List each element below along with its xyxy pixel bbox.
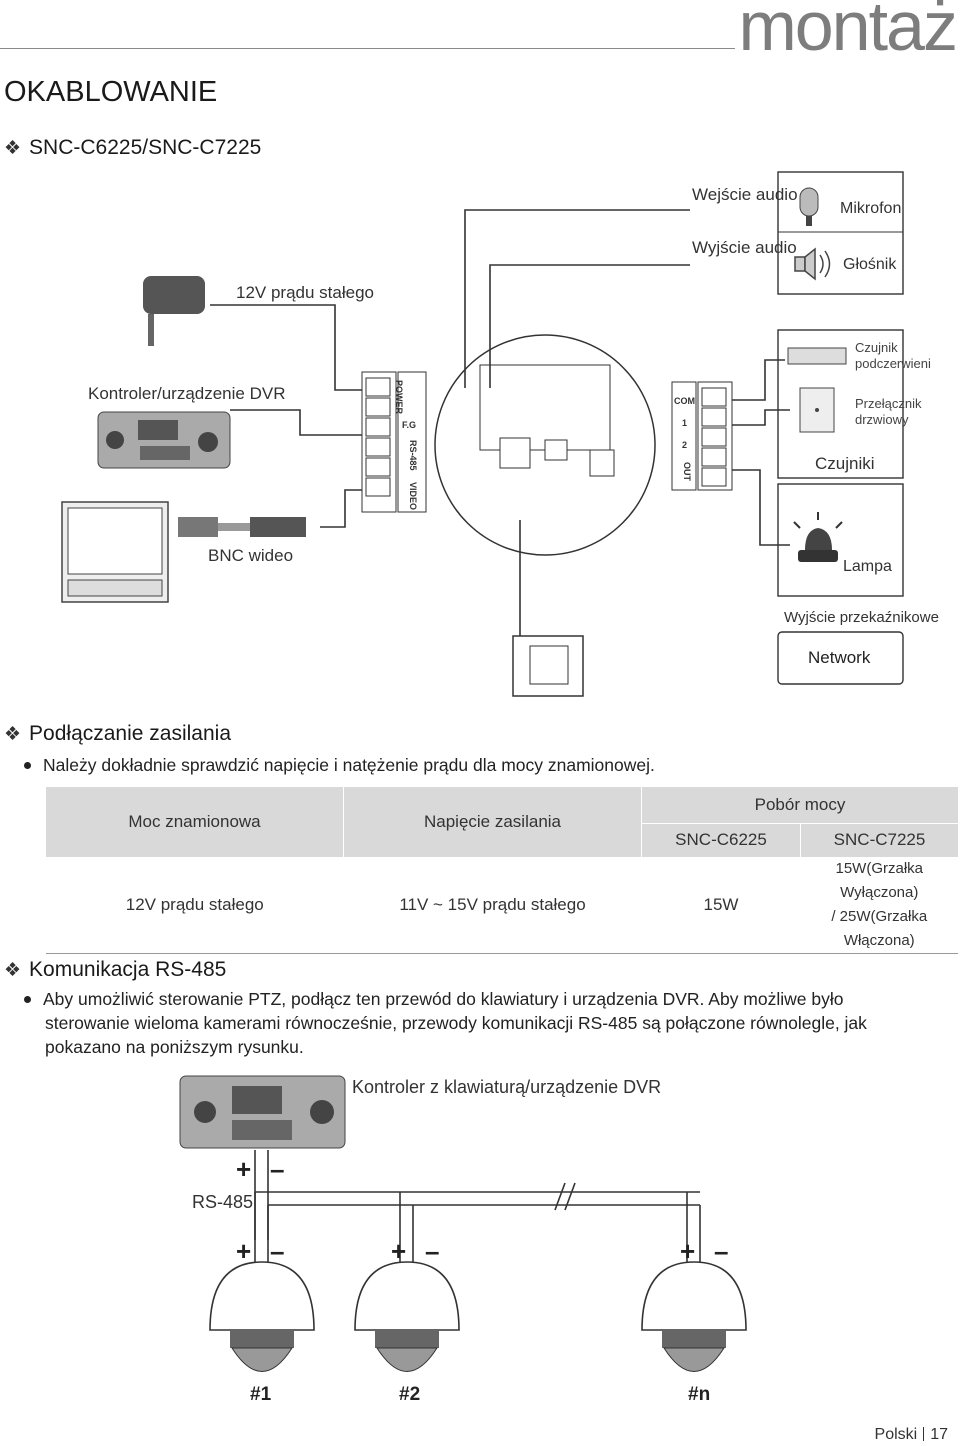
bullet-dot-icon [24,995,31,1003]
footer-separator [923,1427,925,1441]
plus-sign-cam2: + [391,1236,407,1266]
th-voltage: Napięcie zasilania [343,787,642,857]
audio-out-label: Wyjście audio [692,238,797,257]
power-bullet-text: Należy dokładnie sprawdzić napięcie i na… [43,755,655,775]
terminal-fg: F.G [402,420,417,430]
network-label: Network [808,648,871,667]
microphone-icon [799,187,819,226]
audio-in-label: Wejście audio [692,185,798,204]
cell-model-b-line2: / 25W(Grzałka Włączona) [831,908,928,949]
monitor-icon [61,501,169,603]
controller-label: Kontroler/urządzenie DVR [88,384,286,403]
terminal-1: 1 [682,418,688,428]
th-model-a: SNC-C6225 [641,823,801,857]
minus-sign-camn: – [714,1236,729,1266]
terminal-2: 2 [682,440,688,450]
terminal-com: COM [674,396,695,406]
camera-dome-2 [354,1261,460,1372]
terminal-labels-right: COM 1 2 OUT [674,396,696,486]
plus-sign-camn: + [680,1236,696,1266]
th-model-b: SNC-C7225 [800,823,958,857]
cell-voltage: 11V ~ 15V prądu stałego [399,895,586,914]
chapter-title: montaż [738,0,958,65]
terminal-labels-left: POWER F.G RS-485 VIDEO [394,378,424,511]
lamp-icon [793,512,843,562]
model-heading: ❖ SNC-C6225/SNC-C7225 [4,136,261,160]
mic-label: Mikrofon [840,200,902,217]
model-heading-text: SNC-C6225/SNC-C7225 [29,136,262,159]
ir-sensor-label: Czujnik podczerwieni [855,340,931,372]
sensors-label: Czujniki [815,454,875,473]
controller-icon [97,411,231,469]
terminal-out: OUT [682,462,692,481]
header-rule [0,48,735,49]
power-adapter-icon [143,276,205,346]
door-switch-label: Przełącznik drzwiowy [855,396,921,428]
speaker-icon [794,247,831,281]
bullet-dot-icon [24,761,31,769]
camera-dome-n [641,1261,747,1372]
diamond-bullet-icon: ❖ [4,724,22,745]
speaker-label: Głośnik [843,256,897,273]
terminal-video: VIDEO [408,482,418,511]
th-consumption: Pobór mocy [641,787,958,824]
camera-n-label: #n [688,1384,711,1405]
terminal-power: POWER [394,380,404,415]
cell-rated: 12V prądu stałego [125,895,264,914]
rs485-bus-label: RS-485 [192,1192,254,1212]
keyboard-controller-icon [179,1075,346,1149]
diamond-bullet-icon: ❖ [4,138,22,159]
cell-model-b-line1: 15W(Grzałka Wyłączona) [835,860,924,901]
power-bullet: Należy dokładnie sprawdzić napięcie i na… [20,753,655,777]
minus-sign-top: – [270,1154,285,1184]
ir-sensor-label-1: Czujnik [855,340,898,355]
rs485-heading-text: Komunikacja RS-485 [29,958,227,981]
power-label: 12V prądu stałego [236,283,374,302]
section-title: OKABLOWANIE [4,76,218,108]
camera-2-label: #2 [399,1384,421,1405]
ir-sensor-label-2: podczerwieni [855,356,931,371]
page-number: 17 [930,1426,948,1443]
network-jack-icon [512,635,584,697]
plus-sign-top: + [236,1154,252,1184]
terminal-block-left [361,371,427,513]
footer-language: Polski [874,1426,918,1443]
lamp-label: Lampa [843,558,892,575]
door-switch-label-2: drzwiowy [855,412,909,427]
door-switch-label-1: Przełącznik [855,396,922,411]
terminal-block-right [671,381,733,491]
relay-output-label: Wyjście przekaźnikowe [784,609,939,626]
terminal-rs485: RS-485 [408,440,418,471]
keyboard-controller-label: Kontroler z klawiaturą/urządzenie DVR [352,1077,662,1097]
cell-model-b: 15W(Grzałka Wyłączona) / 25W(Grzałka Włą… [801,857,959,954]
power-heading: ❖ Podłączanie zasilania [4,722,231,746]
bnc-label: BNC wideo [208,546,294,565]
rs485-bullet-line1: Aby umożliwić sterowanie PTZ, podłącz te… [43,989,844,1009]
th-rated: Moc znamionowa [128,812,261,831]
cell-model-a: 15W [703,895,739,914]
camera-1-label: #1 [250,1384,272,1405]
minus-sign-cam1: – [270,1236,285,1266]
bnc-connector-icon [178,517,306,537]
plus-sign-cam1: + [236,1236,252,1266]
rs485-heading: ❖ Komunikacja RS-485 [4,958,226,982]
rs485-bullet: Aby umożliwić sterowanie PTZ, podłącz te… [20,987,950,1059]
power-heading-text: Podłączanie zasilania [29,722,232,745]
minus-sign-cam2: – [425,1236,440,1266]
rs485-bullet-line2: sterowanie wieloma kamerami równocześnie… [45,1013,867,1033]
camera-dome-1 [209,1261,315,1372]
rs485-bullet-line3: pokazano na poniższym rysunku. [45,1037,304,1057]
diamond-bullet-icon: ❖ [4,960,22,981]
page-footer: Polski 17 [875,1426,948,1444]
power-table: Moc znamionowa Napięcie zasilania Pobór … [46,787,958,954]
